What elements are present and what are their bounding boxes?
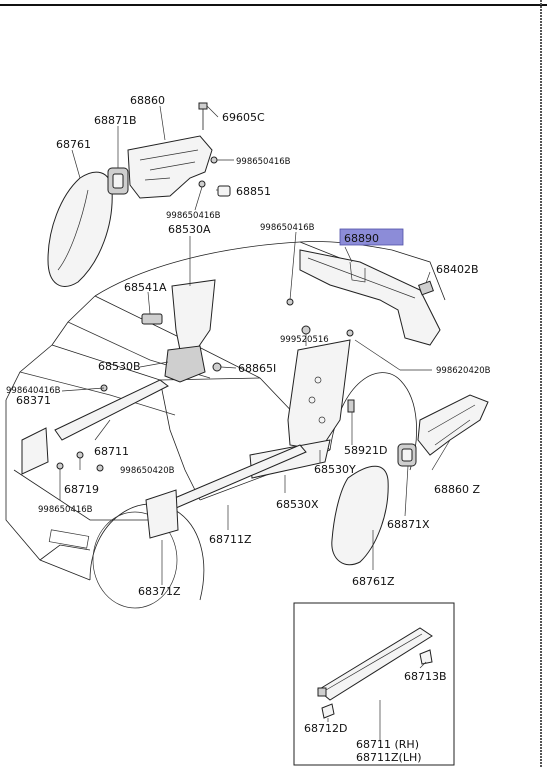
label-68860Z: 68860 Z bbox=[434, 483, 480, 496]
inset-clip-68713B bbox=[419, 649, 433, 665]
screw-998650416B-d bbox=[56, 462, 64, 470]
label-68402B: 68402B bbox=[436, 263, 479, 276]
part-68711-sill bbox=[54, 379, 169, 441]
screw-998650416B-a bbox=[210, 156, 218, 164]
part-68530A bbox=[171, 279, 216, 353]
part-999520516 bbox=[301, 325, 311, 335]
part-labels: 68860 69605C 68871B 68761 998650416B 688… bbox=[6, 94, 491, 598]
label-998640416B: 998640416B bbox=[6, 386, 61, 396]
part-68851 bbox=[217, 185, 231, 197]
highlight-68890 bbox=[339, 228, 404, 246]
label-998650416B-a: 998650416B bbox=[236, 157, 291, 167]
label-998620420B: 998620420B bbox=[436, 366, 491, 376]
label-68711RH: 68711 (RH) bbox=[356, 738, 419, 751]
label-69605C: 69605C bbox=[222, 111, 265, 124]
label-998650416B-c: 998650416B bbox=[260, 223, 315, 233]
part-68371Z bbox=[145, 489, 179, 539]
label-68712D: 68712D bbox=[304, 722, 347, 735]
label-68371: 68371 bbox=[16, 394, 51, 407]
label-68530Y: 68530Y bbox=[314, 463, 356, 476]
part-69605C-clip bbox=[198, 102, 208, 130]
inset-sill-plate bbox=[317, 627, 433, 701]
label-998650416B-b: 998650416B bbox=[166, 211, 221, 221]
part-68865I bbox=[212, 362, 222, 372]
part-68541A bbox=[141, 313, 163, 325]
part-68371 bbox=[21, 427, 49, 475]
part-68761-liner bbox=[47, 171, 113, 287]
label-68761Z: 68761Z bbox=[352, 575, 395, 588]
inset-clip-68712D bbox=[321, 703, 335, 719]
label-68865I: 68865I bbox=[238, 362, 276, 375]
label-68719: 68719 bbox=[64, 483, 99, 496]
label-999520516: 999520516 bbox=[280, 335, 329, 345]
part-68860Z-duct bbox=[417, 394, 489, 456]
part-68761Z-liner bbox=[331, 465, 389, 566]
label-68761: 68761 bbox=[56, 138, 91, 151]
label-68530B: 68530B bbox=[98, 360, 141, 373]
label-68711ZLH: 68711Z(LH) bbox=[356, 751, 422, 764]
part-58921D bbox=[347, 399, 355, 413]
label-68711: 68711 bbox=[94, 445, 129, 458]
label-68890: 68890 bbox=[344, 232, 379, 245]
label-998650420B: 998650420B bbox=[120, 466, 175, 476]
label-68871X: 68871X bbox=[387, 518, 430, 531]
label-998650416B-d: 998650416B bbox=[38, 505, 93, 515]
label-68871B: 68871B bbox=[94, 114, 137, 127]
inset-box: 68713B 68712D 68711 (RH) 68711Z(LH) bbox=[293, 602, 455, 766]
part-68860-duct bbox=[127, 135, 213, 199]
part-68530B bbox=[164, 345, 206, 383]
screw-998650420B bbox=[96, 464, 104, 472]
part-68890-trim bbox=[299, 249, 441, 346]
leader-lines bbox=[59, 105, 451, 585]
label-68530A: 68530A bbox=[168, 223, 211, 236]
label-68713B: 68713B bbox=[404, 670, 447, 683]
part-68530Y bbox=[287, 339, 351, 451]
label-68371Z: 68371Z bbox=[138, 585, 181, 598]
screw-998620420B bbox=[346, 329, 354, 337]
label-68860: 68860 bbox=[130, 94, 165, 107]
part-68402B bbox=[418, 280, 434, 296]
label-68711Z: 68711Z bbox=[209, 533, 252, 546]
part-68719 bbox=[76, 451, 84, 459]
label-58921D: 58921D bbox=[344, 444, 387, 457]
label-68541A: 68541A bbox=[124, 281, 167, 294]
label-68530X: 68530X bbox=[276, 498, 319, 511]
screw-998650416B-b bbox=[198, 180, 206, 188]
label-68851: 68851 bbox=[236, 185, 271, 198]
